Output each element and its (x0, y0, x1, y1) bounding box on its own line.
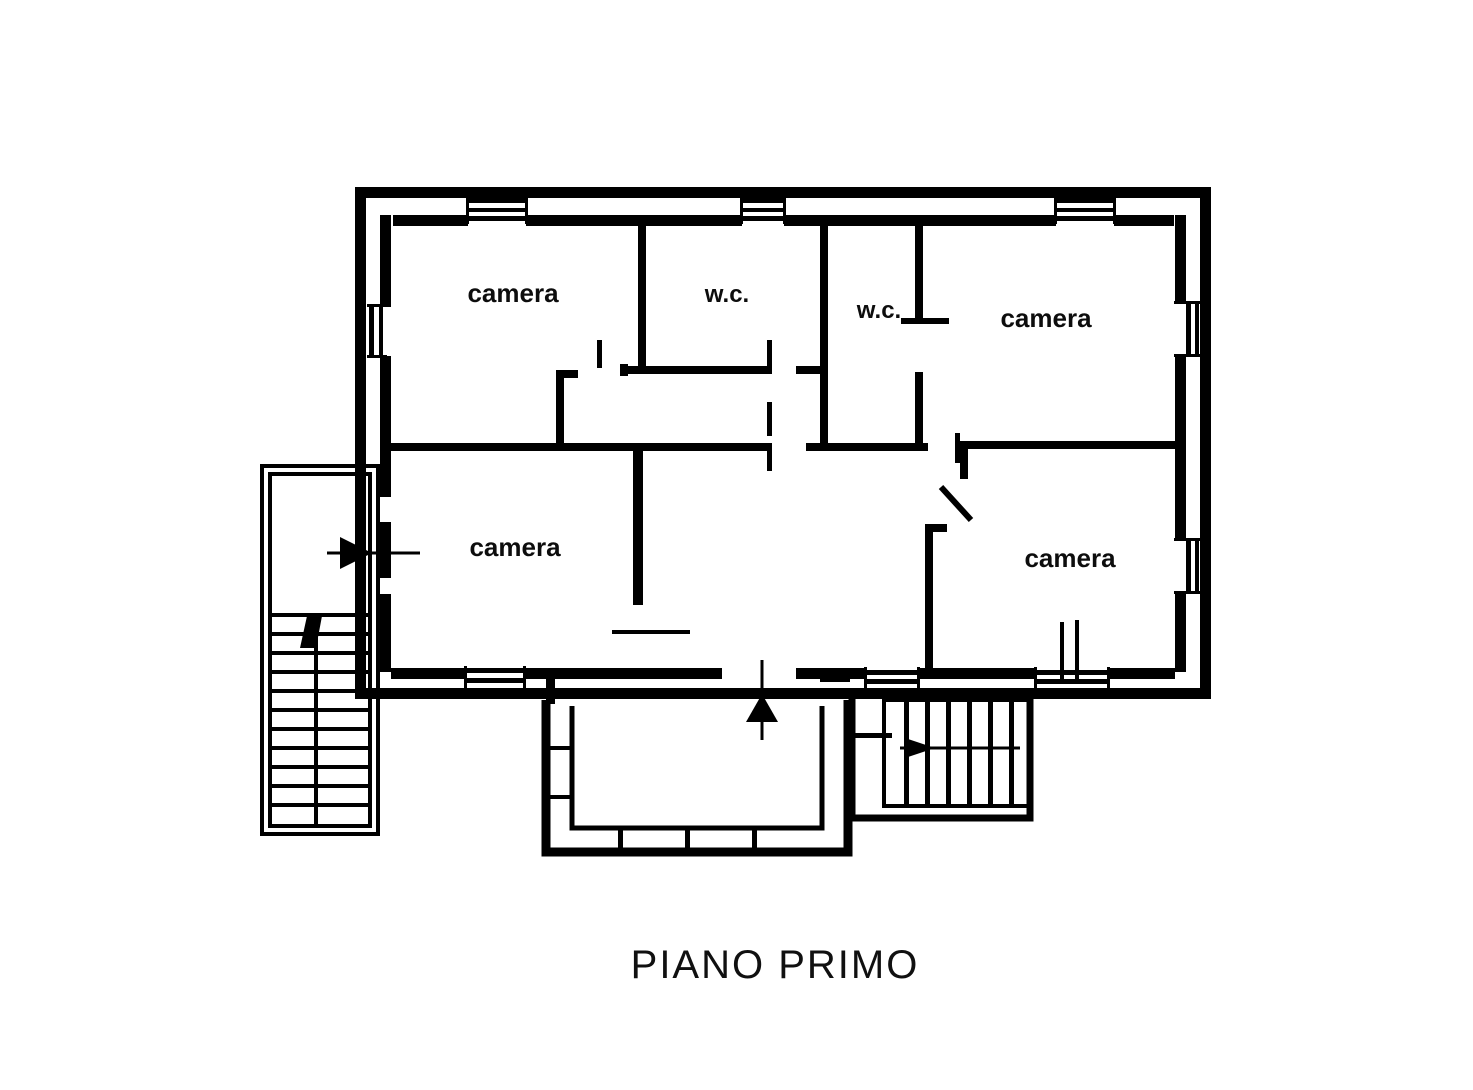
door-opening-marks (597, 340, 960, 471)
window-left-1 (367, 304, 387, 358)
window-right-1 (1174, 301, 1202, 357)
room-label-camera-bottom-right: camera (1024, 543, 1116, 573)
room-label-camera-top-right: camera (1000, 303, 1092, 333)
balcony-door-arrow (746, 660, 778, 740)
room-label-camera-bottom-left: camera (469, 532, 561, 562)
balcony (541, 672, 853, 857)
exterior-staircase (260, 464, 380, 836)
window-top-2 (740, 196, 786, 224)
window-top-1 (466, 196, 528, 224)
window-bottom-1 (464, 666, 526, 690)
window-bottom-3 (1034, 667, 1110, 690)
interior-staircase (848, 697, 1034, 822)
top-exterior-wall (357, 189, 1209, 226)
plan-title: PIANO PRIMO (631, 943, 920, 987)
room-label-camera-top-left: camera (467, 278, 559, 308)
left-exterior-wall (357, 189, 391, 697)
window-bottom-2 (864, 667, 920, 690)
interior-walls (391, 226, 1175, 680)
room-label-wc-left: w.c. (704, 281, 749, 308)
window-right-2 (1174, 538, 1202, 594)
entry-door-arrow (327, 537, 420, 569)
room-label-wc-right: w.c. (856, 297, 901, 324)
right-exterior-wall (1175, 189, 1209, 697)
window-top-3 (1054, 196, 1116, 224)
